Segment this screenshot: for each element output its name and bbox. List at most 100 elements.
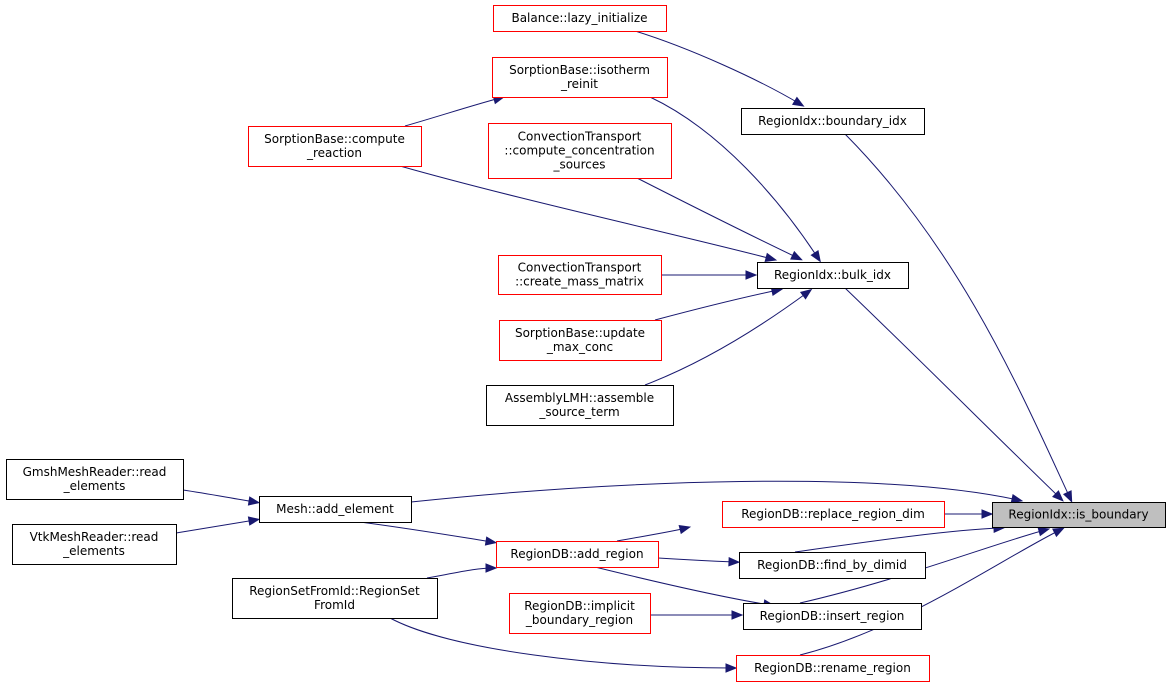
node-box	[12, 524, 177, 565]
node-label: AssemblyLMH::assemble	[505, 391, 654, 405]
node-label: _sources	[552, 158, 605, 172]
node-lazy-initialize[interactable]: Balance::lazy_initialize	[493, 5, 667, 32]
edge-insert_region-to-is_boundary	[799, 527, 1051, 604]
node-box	[739, 552, 926, 579]
node-box	[6, 459, 184, 500]
node-insert-region[interactable]: RegionDB::insert_region	[743, 603, 922, 630]
node-is-boundary[interactable]: RegionIdx::is_boundary	[992, 502, 1166, 528]
edge-gmsh_read_elements-to-add_element	[182, 489, 261, 506]
edge-line	[844, 287, 1061, 499]
edge-update_max_conc-to-bulk_idx	[654, 286, 784, 321]
node-box	[498, 255, 662, 295]
node-box	[743, 603, 922, 630]
node-label: RegionDB::implicit	[524, 599, 635, 613]
edge-line	[794, 527, 1001, 553]
node-label: RegionDB::replace_region_dim	[741, 507, 925, 521]
edge-line	[389, 617, 733, 669]
edge-add_element-to-add_region	[359, 521, 498, 546]
edge-region_set_from_id-to-add_region	[426, 563, 498, 579]
node-implicit-boundary-region[interactable]: RegionDB::implicit_boundary_region	[509, 593, 651, 634]
arrowhead-icon	[791, 96, 805, 107]
node-replace-region-dim[interactable]: RegionDB::replace_region_dim	[722, 501, 945, 528]
node-box	[259, 496, 412, 523]
edge-boundary_idx-to-is_boundary	[844, 133, 1073, 503]
arrowhead-icon	[1052, 490, 1064, 502]
edge-add_region-to-find_by_dimid	[657, 557, 741, 567]
node-update-max-conc[interactable]: SorptionBase::update_max_conc	[499, 320, 662, 361]
node-label: _elements	[62, 544, 125, 558]
edge-vtk_read_elements-to-add_element	[175, 516, 261, 534]
arrowhead-icon	[728, 557, 741, 567]
node-isotherm-reinit[interactable]: SorptionBase::isotherm_reinit	[492, 57, 668, 98]
edge-bulk_idx-to-is_boundary	[844, 287, 1064, 502]
edge-line	[182, 489, 256, 503]
node-label: RegionSetFromId::RegionSet	[249, 584, 420, 598]
edge-line	[175, 519, 256, 534]
node-box	[992, 502, 1166, 528]
node-bulk-idx[interactable]: RegionIdx::bulk_idx	[757, 262, 909, 289]
edge-line	[616, 527, 687, 542]
node-compute-reaction[interactable]: SorptionBase::compute_reaction	[248, 126, 422, 167]
node-label: _source_term	[538, 405, 619, 419]
node-box	[232, 578, 438, 619]
node-vtk-read-elements[interactable]: VtkMeshReader::read_elements	[12, 524, 177, 565]
node-compute-concentration-sources[interactable]: ConvectionTransport::compute_concentrati…	[488, 123, 672, 179]
node-box	[496, 541, 659, 568]
node-find-by-dimid[interactable]: RegionDB::find_by_dimid	[739, 552, 926, 579]
node-label: RegionDB::insert_region	[760, 609, 905, 623]
node-label: Mesh::add_element	[276, 502, 394, 516]
edge-compute_reaction-to-isotherm_reinit	[404, 95, 506, 127]
arrowhead-icon	[810, 249, 821, 263]
edge-create_mass_matrix-to-bulk_idx	[661, 270, 758, 280]
edge-find_by_dimid-to-is_boundary	[794, 523, 1006, 553]
arrowhead-icon	[725, 663, 738, 673]
edge-lazy_initialize-to-boundary_idx	[634, 30, 805, 107]
node-assemble-source-term[interactable]: AssemblyLMH::assemble_source_term	[486, 385, 674, 426]
arrowhead-icon	[764, 252, 778, 262]
edge-line	[657, 557, 736, 563]
node-label: _reaction	[306, 146, 362, 160]
node-label: SorptionBase::update	[515, 326, 645, 340]
node-label: RegionIdx::is_boundary	[1008, 508, 1148, 522]
node-box	[757, 262, 909, 289]
node-label: ConvectionTransport	[518, 130, 642, 144]
edge-line	[799, 529, 1046, 604]
arrowhead-icon	[1062, 490, 1073, 503]
edge-line	[844, 133, 1071, 499]
arrowhead-icon	[981, 509, 994, 519]
node-box	[493, 5, 667, 32]
arrowhead-icon	[1037, 527, 1051, 537]
arrowhead-icon	[247, 496, 261, 506]
node-box	[492, 57, 668, 98]
node-gmsh-read-elements[interactable]: GmshMeshReader::read_elements	[6, 459, 184, 500]
edge-add_element-to-is_boundary	[410, 480, 1024, 504]
node-label: RegionIdx::boundary_idx	[758, 114, 907, 128]
node-box	[722, 501, 945, 528]
edge-region_set_from_id-to-rename_region	[389, 617, 738, 673]
edge-assemble_source_term-to-bulk_idx	[644, 288, 813, 386]
node-box	[248, 126, 422, 167]
node-label: _reinit	[560, 77, 598, 91]
node-rename-region[interactable]: RegionDB::rename_region	[736, 655, 930, 682]
node-region-set-from-id[interactable]: RegionSetFromId::RegionSetFromId	[232, 578, 438, 619]
arrowhead-icon	[731, 610, 744, 620]
node-add-region[interactable]: RegionDB::add_region	[496, 541, 659, 568]
node-label: ::compute_concentration	[504, 144, 654, 158]
node-add-element[interactable]: Mesh::add_element	[259, 496, 412, 523]
edge-implicit_boundary_region-to-insert_region	[650, 610, 744, 620]
arrowhead-icon	[1052, 527, 1065, 538]
edge-line	[594, 566, 771, 606]
node-boundary-idx[interactable]: RegionIdx::boundary_idx	[741, 108, 925, 135]
node-create-mass-matrix[interactable]: ConvectionTransport::create_mass_matrix	[498, 255, 662, 295]
arrowhead-icon	[247, 516, 261, 526]
edge-line	[399, 165, 773, 260]
edge-line	[359, 521, 493, 543]
edge-replace_region_dim-to-is_boundary	[944, 509, 994, 519]
edge-line	[634, 30, 801, 105]
node-label: SorptionBase::isotherm	[509, 63, 650, 77]
node-label: Balance::lazy_initialize	[511, 11, 647, 25]
edge-line	[649, 96, 819, 259]
edge-line	[410, 480, 1019, 503]
edge-compute_reaction-to-bulk_idx	[399, 165, 778, 262]
